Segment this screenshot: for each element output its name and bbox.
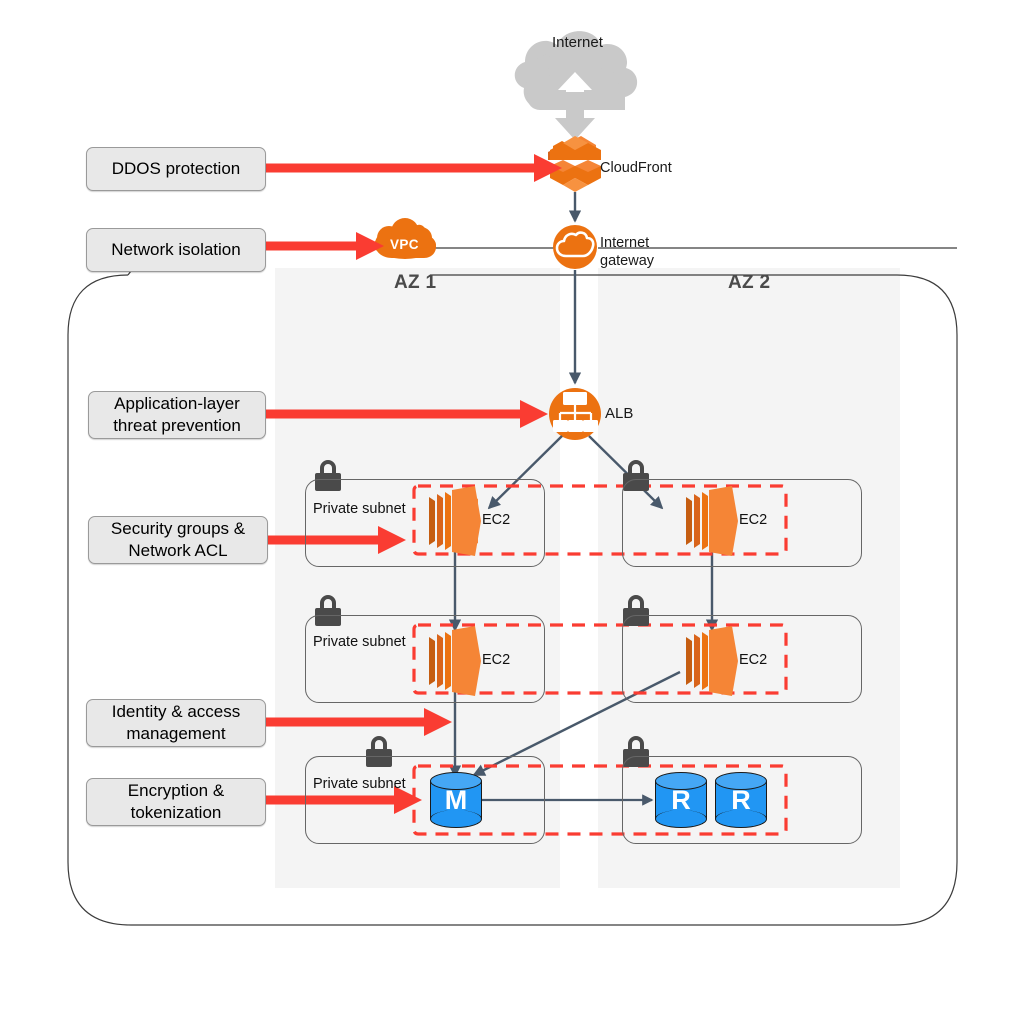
callout-encryption-tokenization[interactable]: Encryption & tokenization <box>86 778 266 826</box>
internet-gateway-label-line1: Internet <box>600 235 650 251</box>
ec2-icon-az1-tier2 <box>429 626 481 696</box>
callout-identity-access-management[interactable]: Identity & access management <box>86 699 266 747</box>
callout-network-isolation-label: Network isolation <box>111 240 241 259</box>
internet-gateway-label-line2: gateway <box>600 253 655 269</box>
lock-icon-az1-tier1 <box>315 460 341 491</box>
callout-security-groups-network-acl[interactable]: Security groups & Network ACL <box>88 516 268 564</box>
db-replica-2-letter: R <box>731 784 751 815</box>
callout-encryption-line2: tokenization <box>130 803 222 822</box>
db-master-cylinder: M <box>430 772 482 828</box>
az1-label: AZ 1 <box>394 272 437 293</box>
callout-application-layer-threat-prevention[interactable]: Application-layer threat prevention <box>88 391 266 439</box>
vpc-label: VPC <box>390 237 419 252</box>
callout-arrow-security-groups <box>268 526 406 554</box>
subnet-label-az1-data: Private subnet <box>313 776 406 792</box>
ec2-label-az1-tier1: EC2 <box>482 512 511 528</box>
internet-cloud-icon <box>514 31 638 140</box>
ec2-icon-az2-tier2 <box>686 626 738 696</box>
db-replica-1-cylinder: R <box>655 772 707 828</box>
callout-arrow-network-isolation <box>266 232 384 260</box>
callout-iam-line1: Identity & access <box>111 702 241 721</box>
cloudfront-icon <box>548 136 601 192</box>
vpc-boundary <box>67 274 958 926</box>
private-subnet-az1-tier1 <box>305 479 545 567</box>
internet-gateway-icon <box>553 225 597 269</box>
security-group-tier2 <box>412 623 788 695</box>
db-master-letter: M <box>444 784 468 815</box>
callout-app-layer-line1: Application-layer <box>114 394 240 413</box>
subnet-label-az1-tier1: Private subnet <box>313 501 406 517</box>
private-subnet-az2-data <box>622 756 862 844</box>
callout-encryption-line1: Encryption & <box>127 781 225 800</box>
vpc-icon <box>374 218 436 259</box>
ec2-icon-az1-tier1 <box>429 486 481 556</box>
callout-ddos-protection-label: DDOS protection <box>111 159 241 178</box>
alb-label: ALB <box>605 405 634 422</box>
callout-arrow-encryption <box>266 786 422 814</box>
az1-column-background <box>275 268 560 888</box>
cloudfront-label: CloudFront <box>600 160 672 176</box>
callout-arrow-iam <box>266 708 452 736</box>
private-subnet-az1-tier2 <box>305 615 545 703</box>
db-replica-1-letter: R <box>671 784 691 815</box>
private-subnet-az2-tier2 <box>622 615 862 703</box>
db-replica-2-cylinder: R <box>715 772 767 828</box>
callout-network-isolation[interactable]: Network isolation <box>86 228 266 272</box>
security-group-tier1 <box>412 484 788 556</box>
edge-alb-to-ec2-az1 <box>487 435 563 510</box>
ec2-label-az2-tier1: EC2 <box>739 512 768 528</box>
internet-label: Internet <box>552 34 603 51</box>
callout-security-groups-line2: Network ACL <box>128 541 228 560</box>
lock-icon-az1-tier2 <box>315 595 341 626</box>
ec2-label-az2-tier2: EC2 <box>739 652 768 668</box>
callout-arrow-ddos <box>266 154 562 182</box>
private-subnet-az2-tier1 <box>622 479 862 567</box>
edge-alb-to-ec2-az2 <box>588 435 664 510</box>
edge-ec2az2-t2-to-db-master <box>472 670 681 777</box>
callout-ddos-protection[interactable]: DDOS protection <box>86 147 266 191</box>
callout-security-groups-line1: Security groups & <box>110 519 246 538</box>
callout-iam-line2: management <box>126 724 226 743</box>
alb-icon <box>549 388 601 440</box>
callout-arrow-app-layer <box>266 400 548 428</box>
az2-label: AZ 2 <box>728 272 771 293</box>
callout-app-layer-line2: threat prevention <box>113 416 241 435</box>
subnet-label-az1-tier2: Private subnet <box>313 634 406 650</box>
lock-icon-az1-data <box>366 736 392 767</box>
ec2-icon-az2-tier1 <box>686 486 738 556</box>
ec2-label-az1-tier2: EC2 <box>482 652 511 668</box>
private-subnet-az1-data <box>305 756 545 844</box>
